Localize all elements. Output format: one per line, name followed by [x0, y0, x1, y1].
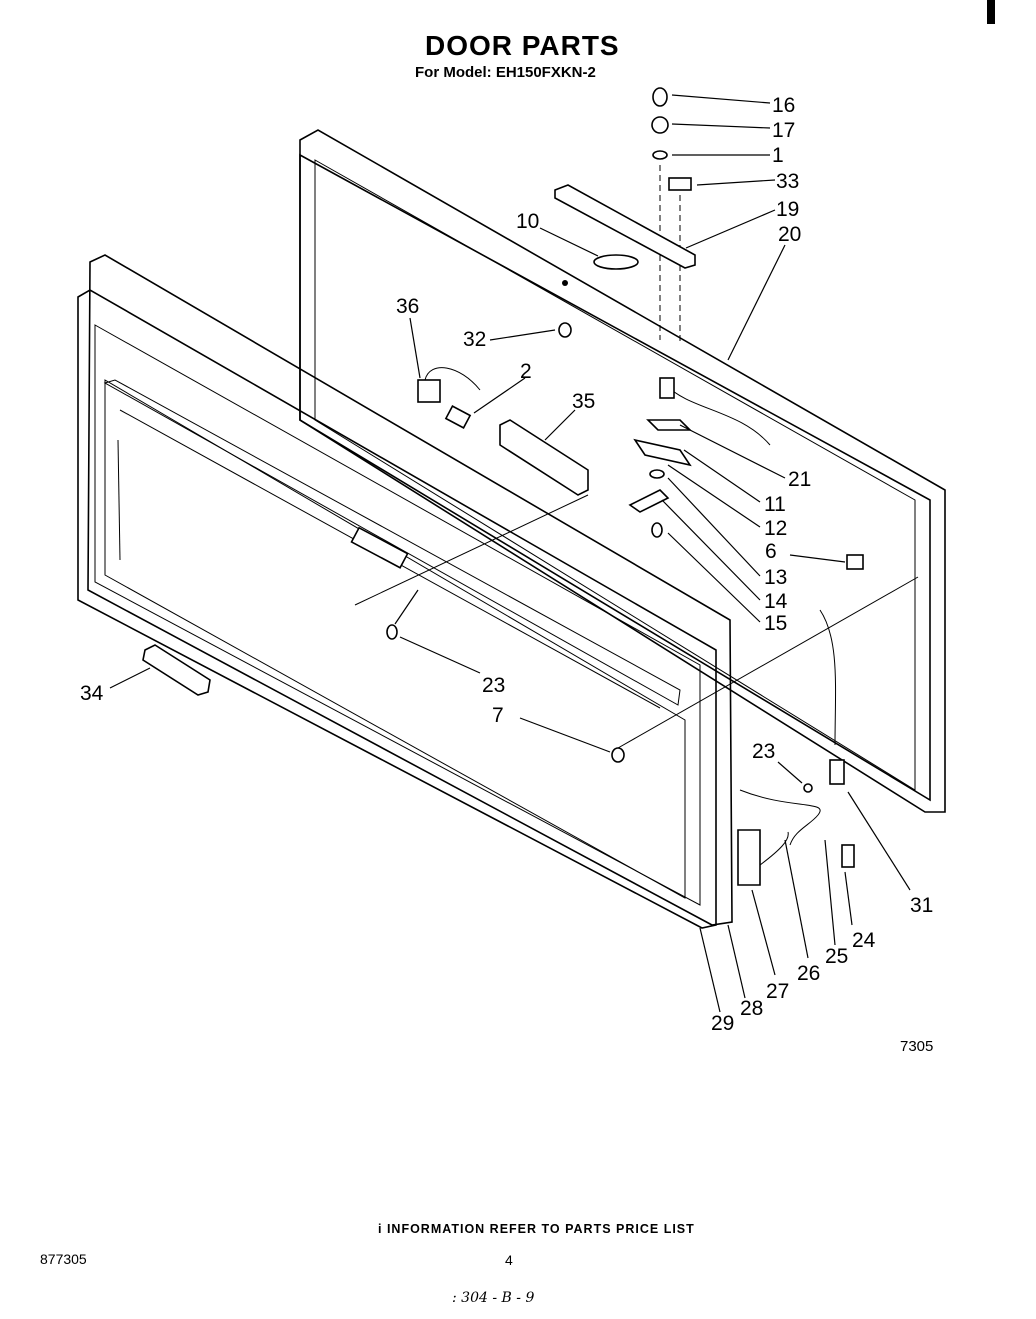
callout-labels: 16 17 1 33 19 20 10 36 32 2 35 21 11 12 … — [80, 94, 933, 1035]
page-number: 4 — [505, 1252, 513, 1268]
edge-mark — [987, 0, 995, 24]
callout-12: 12 — [764, 517, 787, 540]
callout-20: 20 — [778, 223, 801, 246]
callout-26: 26 — [797, 962, 820, 985]
document-number: 877305 — [40, 1251, 87, 1267]
light-switch-assembly — [417, 322, 589, 496]
model-subtitle: For Model: EH150FXKN-2 — [415, 64, 596, 81]
callout-35: 35 — [572, 390, 595, 413]
figure-number: 7305 — [900, 1038, 934, 1055]
callout-21: 21 — [788, 468, 811, 491]
callout-23-right: 23 — [752, 740, 775, 763]
callout-7: 7 — [492, 704, 504, 727]
page-title: DOOR PARTS — [425, 30, 620, 61]
callout-15: 15 — [764, 612, 787, 635]
callout-2: 2 — [520, 360, 532, 383]
leader-lines — [109, 94, 911, 1013]
callout-29: 29 — [711, 1012, 734, 1035]
heater-wire-assembly — [737, 554, 864, 886]
alignment-lines — [354, 494, 919, 749]
callout-19: 19 — [776, 198, 799, 221]
small-parts — [142, 526, 625, 763]
callout-36: 36 — [396, 295, 419, 318]
lower-hinge-assembly — [628, 377, 771, 538]
callout-34: 34 — [80, 682, 104, 705]
callout-6: 6 — [765, 540, 777, 563]
callout-13: 13 — [764, 566, 787, 589]
callout-27: 27 — [766, 980, 789, 1003]
callout-24: 24 — [852, 929, 876, 952]
parts-info-note: i INFORMATION REFER TO PARTS PRICE LIST — [378, 1222, 695, 1236]
rear-door-frame — [299, 129, 946, 813]
callout-10: 10 — [516, 210, 539, 233]
front-door-shell — [77, 254, 733, 929]
callout-11: 11 — [764, 493, 786, 516]
callout-28: 28 — [740, 997, 763, 1020]
callout-32: 32 — [463, 328, 486, 351]
top-hinge-assembly — [554, 87, 696, 345]
callout-14: 14 — [764, 590, 788, 613]
callout-16: 16 — [772, 94, 795, 117]
callout-17: 17 — [772, 119, 795, 142]
callout-23-center: 23 — [482, 674, 505, 697]
callout-25: 25 — [825, 945, 848, 968]
callout-31: 31 — [910, 894, 933, 917]
callout-1: 1 — [772, 144, 784, 167]
handwritten-note: : 304 - B - 9 — [452, 1290, 535, 1306]
callout-33: 33 — [776, 170, 799, 193]
